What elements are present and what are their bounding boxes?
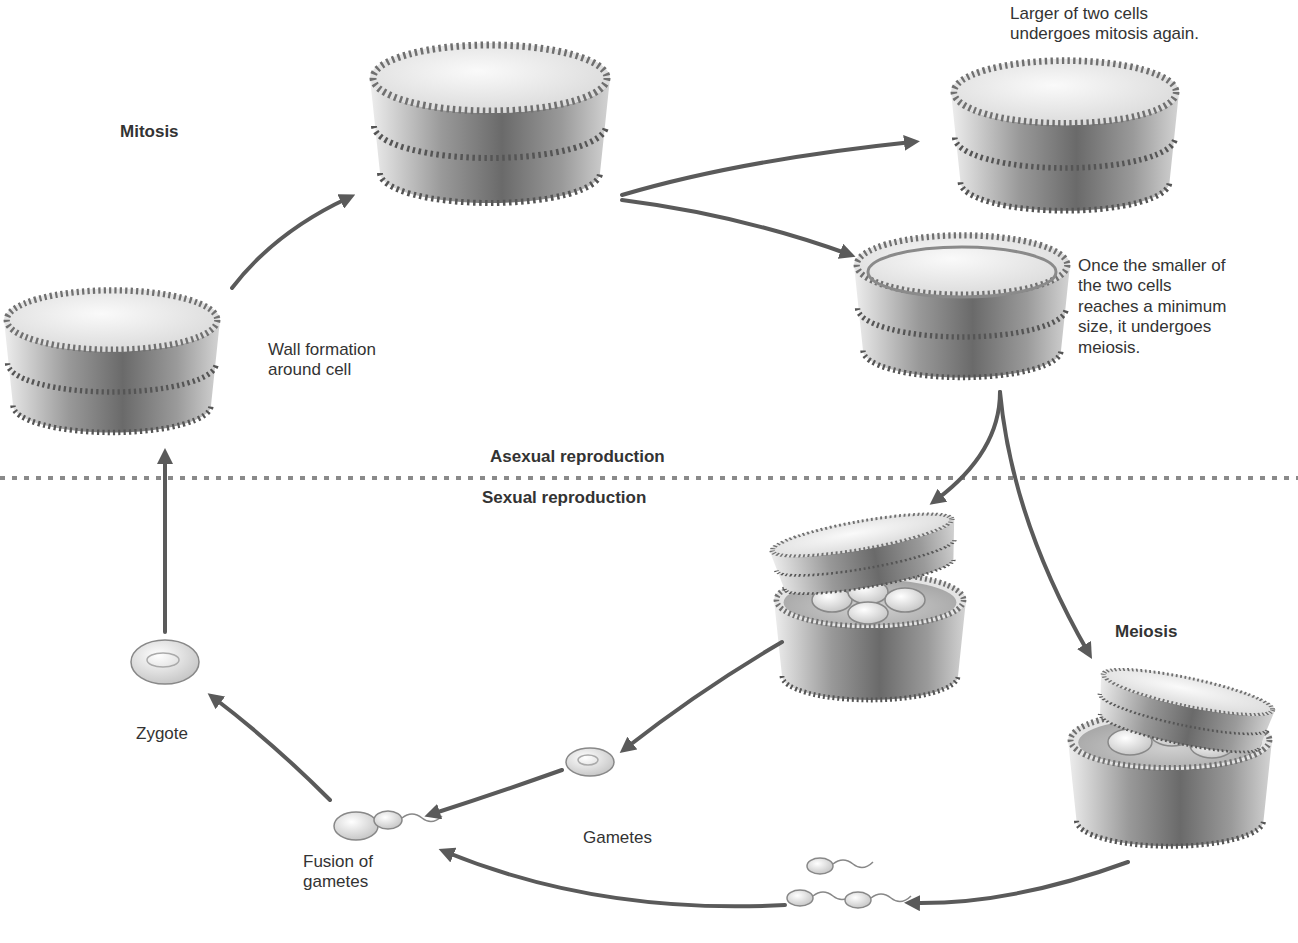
small-diatom-cell xyxy=(854,234,1070,378)
egg-gamete xyxy=(566,748,614,776)
zygote-cell xyxy=(131,640,199,684)
cycle-arrow xyxy=(432,770,562,814)
cycle-arrow xyxy=(912,862,1128,903)
cycle-arrow xyxy=(936,392,1000,500)
stage-note: Once the smaller of the two cells reache… xyxy=(1078,256,1236,358)
stage-note: Zygote xyxy=(136,724,216,744)
diatom-cell xyxy=(370,43,610,203)
cycle-arrows xyxy=(165,142,1128,906)
stage-note: Wall formation around cell xyxy=(268,340,403,381)
cycle-arrow xyxy=(622,142,912,195)
cycle-arrow xyxy=(232,198,348,288)
open-diatom-cell xyxy=(767,504,966,700)
section-label: Sexual reproduction xyxy=(482,488,722,508)
cycle-arrow xyxy=(163,456,167,632)
cycle-arrow xyxy=(1000,392,1088,652)
sperm-gametes xyxy=(787,858,911,908)
cycle-arrow xyxy=(622,200,848,254)
diatom-cell xyxy=(4,289,220,433)
stage-note: Gametes xyxy=(583,828,673,848)
phase-label: Mitosis xyxy=(120,122,220,142)
cycle-arrow xyxy=(446,852,785,906)
stage-note: Larger of two cells undergoes mitosis ag… xyxy=(1010,4,1230,45)
diatom-cell xyxy=(951,59,1179,211)
phase-label: Meiosis xyxy=(1115,622,1205,642)
section-label: Asexual reproduction xyxy=(490,447,730,467)
divider-line xyxy=(0,476,1298,480)
stage-note: Fusion of gametes xyxy=(303,852,398,893)
fusing-gametes xyxy=(334,811,442,840)
open-diatom-cell xyxy=(1068,659,1278,846)
cycle-arrow xyxy=(214,698,330,800)
cycle-arrow xyxy=(626,642,782,748)
